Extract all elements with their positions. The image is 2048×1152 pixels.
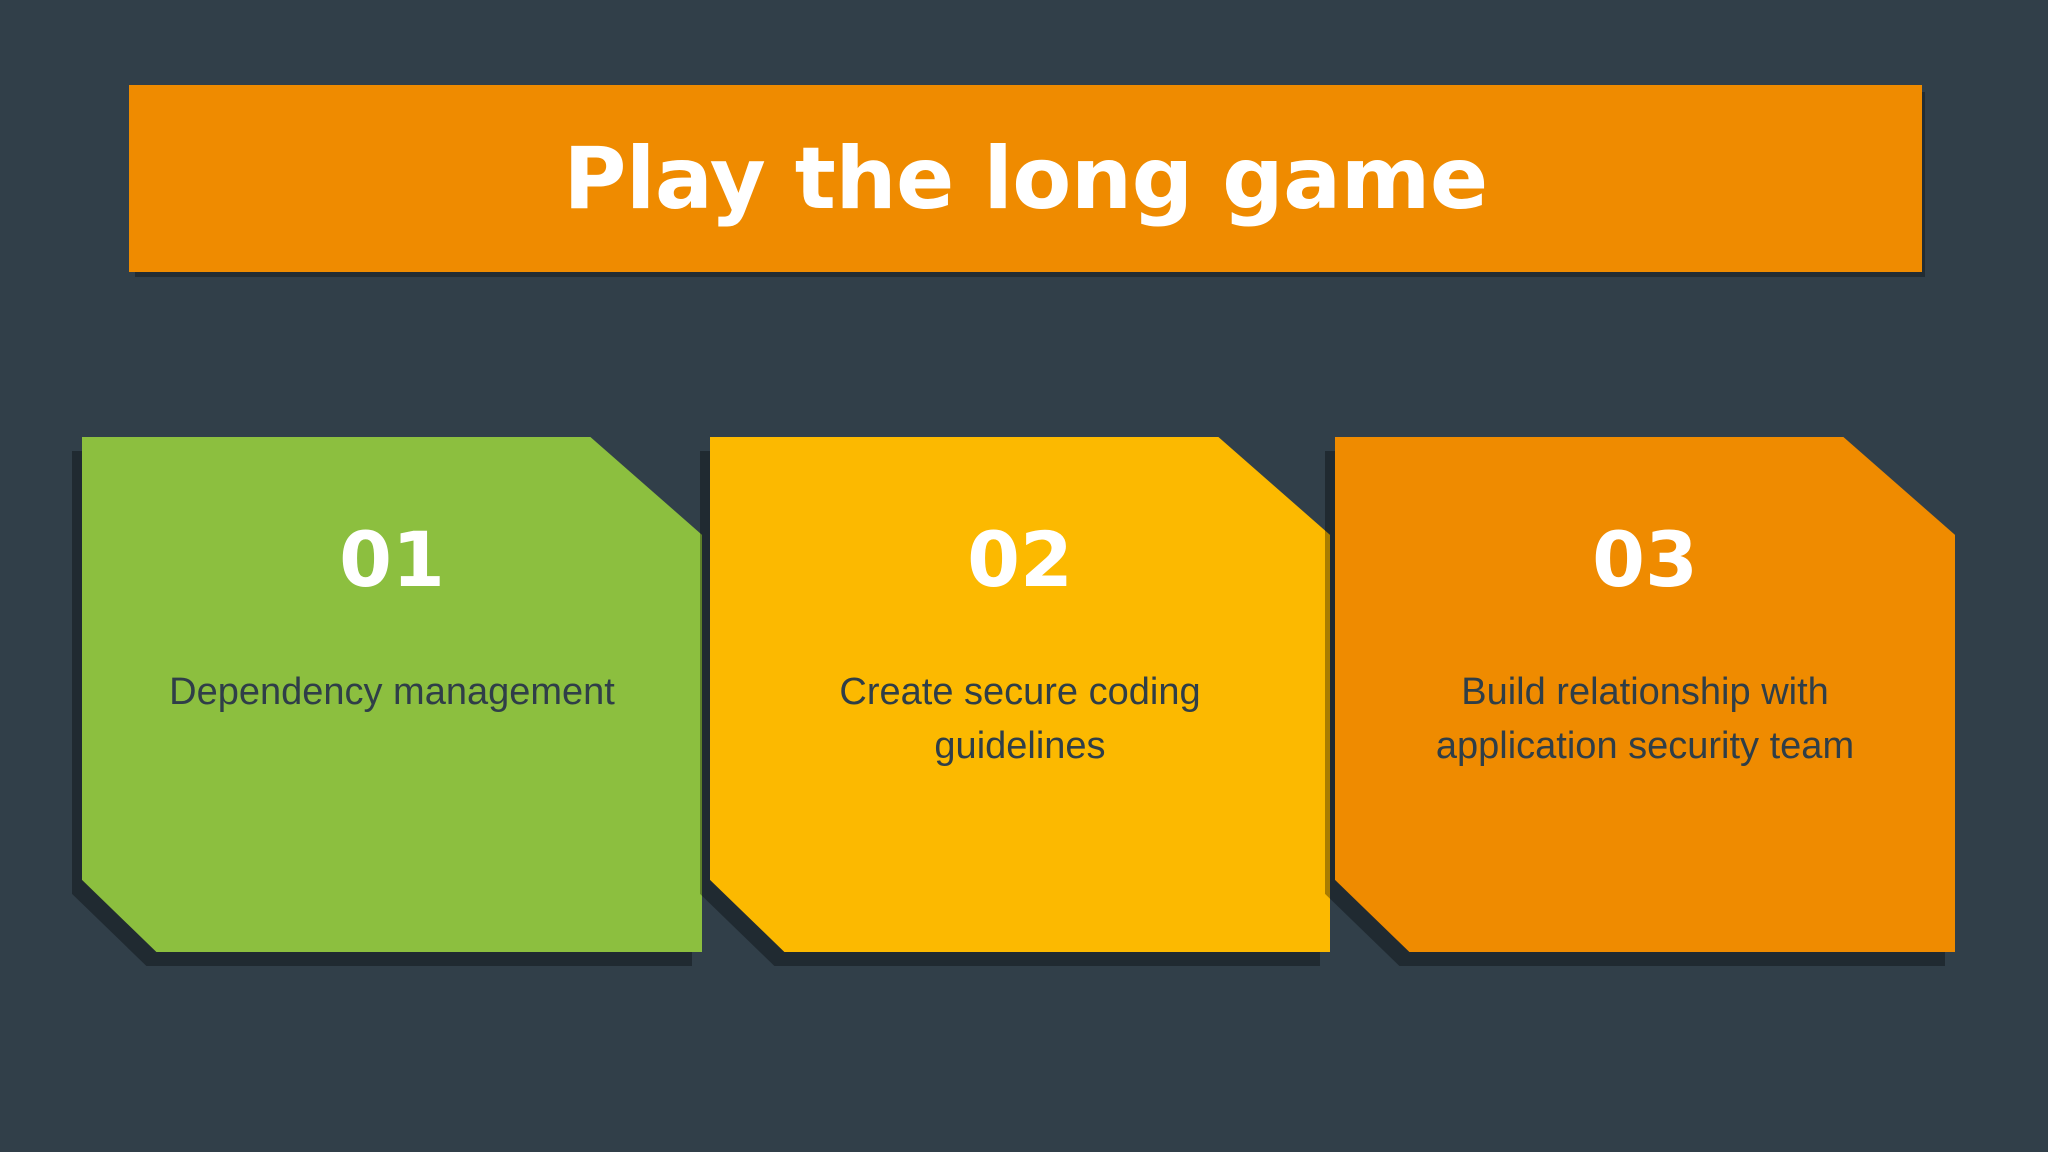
card-1[interactable]: 01 Dependency management: [72, 437, 702, 966]
card-3[interactable]: 03 Build relationship with application s…: [1325, 437, 1955, 966]
card-2-text: Create secure coding guidelines: [839, 671, 1201, 767]
page-title: Play the long game: [563, 128, 1488, 229]
card-1-surface[interactable]: 01 Dependency management: [82, 437, 702, 952]
card-3-surface[interactable]: 03 Build relationship with application s…: [1335, 437, 1955, 952]
title-banner: Play the long game: [129, 85, 1922, 272]
card-3-text: Build relationship with application secu…: [1435, 671, 1855, 767]
card-1-text: Dependency management: [169, 671, 615, 713]
card-1-number: 01: [339, 515, 445, 604]
card-2[interactable]: 02 Create secure coding guidelines: [700, 437, 1330, 966]
card-row: 01 Dependency management 02 Create secur…: [0, 437, 2048, 967]
card-2-number: 02: [967, 515, 1073, 604]
card-3-number: 03: [1592, 515, 1698, 604]
card-2-surface[interactable]: 02 Create secure coding guidelines: [710, 437, 1330, 952]
